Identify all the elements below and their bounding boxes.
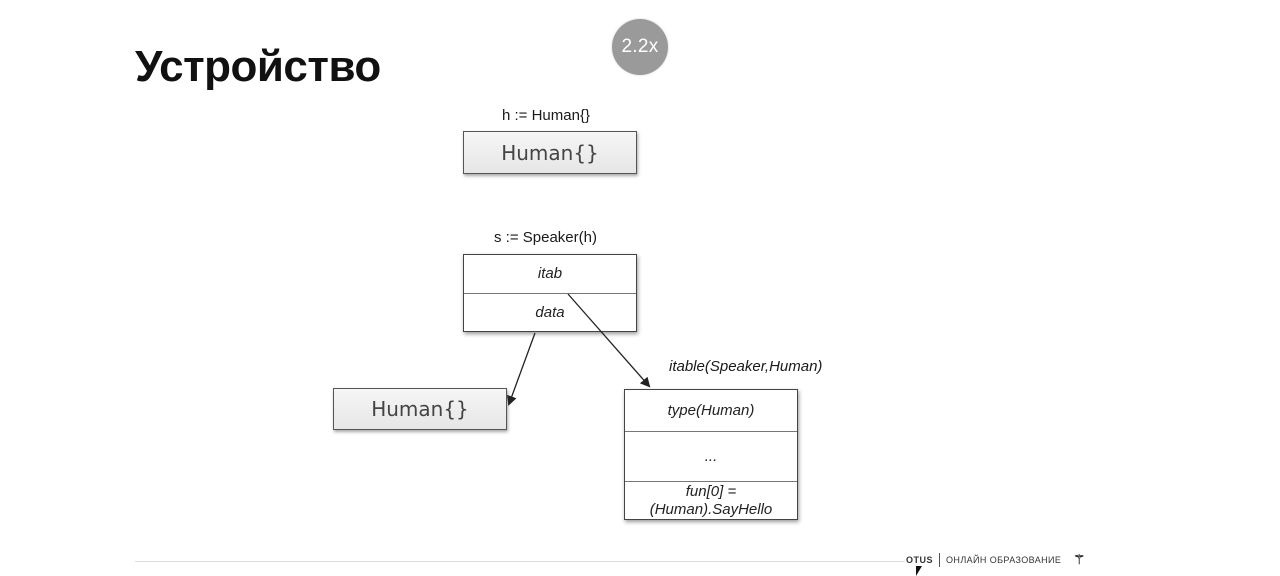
box-human-top: Human{}	[463, 131, 637, 174]
label-s-assignment: s := Speaker(h)	[494, 229, 597, 246]
footer-brand: OTUS	[906, 555, 934, 565]
label-h-assignment: h := Human{}	[502, 107, 590, 124]
slide-title: Устройство	[135, 42, 381, 91]
cell-itab: itab	[464, 255, 636, 294]
itable-box: type(Human) ... fun[0] = (Human).SayHell…	[624, 389, 798, 520]
mouse-cursor-icon	[916, 566, 922, 576]
footer-branding: OTUS ОНЛАЙН ОБРАЗОВАНИЕ ⚚	[906, 552, 1085, 568]
cell-ellipsis: ...	[625, 432, 797, 482]
footer-tagline: ОНЛАЙН ОБРАЗОВАНИЕ	[946, 555, 1062, 565]
speaker-interface-box: itab data	[463, 254, 637, 332]
otus-logo-icon: ⚚	[1073, 552, 1085, 567]
label-itable: itable(Speaker,Human)	[669, 358, 823, 375]
cell-type-human: type(Human)	[625, 390, 797, 432]
footer-divider	[135, 561, 905, 562]
playback-speed-badge[interactable]: 2.2x	[612, 19, 668, 75]
cell-data: data	[535, 303, 565, 321]
arrow-data-to-human	[507, 332, 536, 406]
box-human-left: Human{}	[333, 388, 507, 430]
cell-fun0: fun[0] = (Human).SayHello	[649, 483, 773, 518]
arrow-itab-to-itable	[567, 293, 651, 388]
footer-separator	[939, 553, 941, 567]
